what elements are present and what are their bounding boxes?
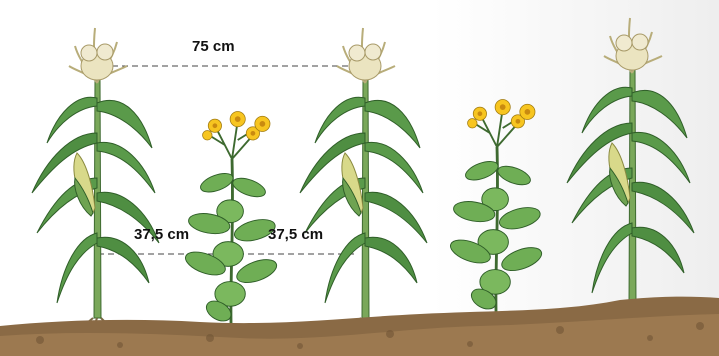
right-spacing-label: 37,5 cm [268,226,323,243]
row-spacing-label: 75 cm [192,38,235,55]
left-spacing-label: 37,5 cm [134,226,189,243]
